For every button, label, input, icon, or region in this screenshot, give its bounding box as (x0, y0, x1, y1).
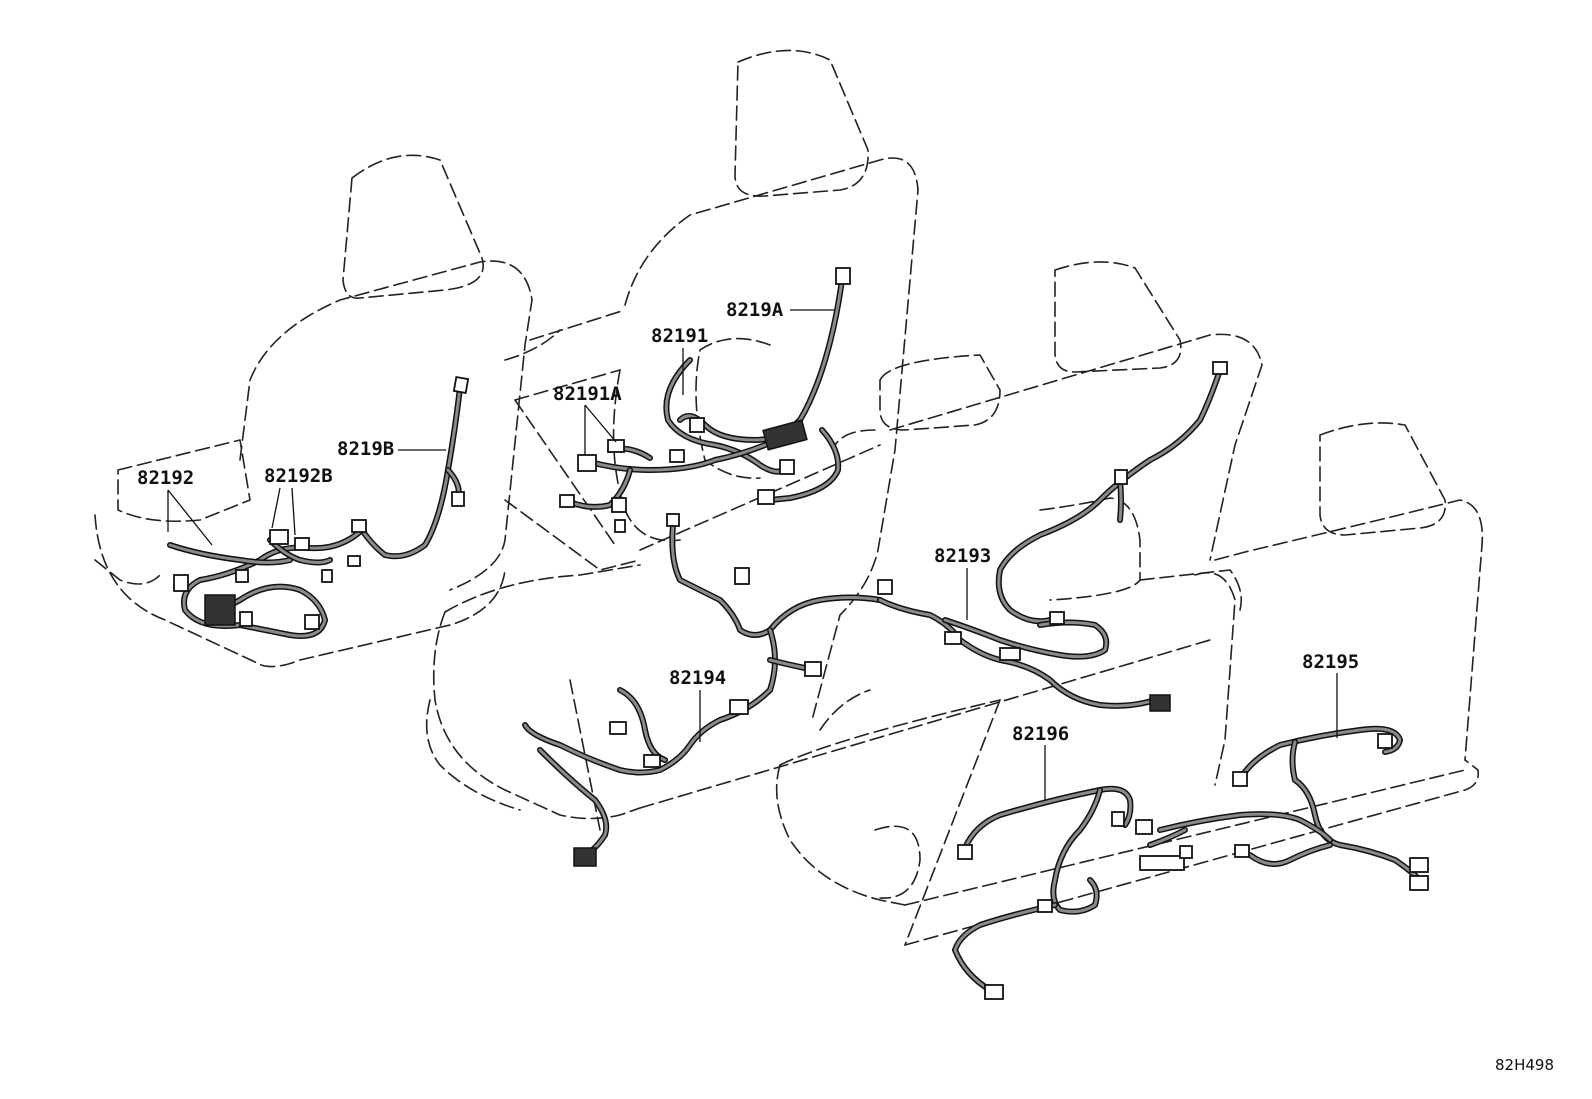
connector (573, 847, 597, 867)
connector (611, 497, 627, 513)
connector (1037, 899, 1053, 913)
connector (877, 579, 893, 595)
connector (304, 614, 320, 630)
harness-82194 (522, 522, 883, 858)
connector (235, 569, 249, 583)
part-label-8219A: 8219A (726, 299, 784, 321)
connector (347, 555, 361, 567)
connector (1377, 733, 1393, 749)
connector (321, 569, 333, 583)
connector (294, 537, 310, 551)
connectors (173, 267, 1429, 1000)
connector (609, 721, 627, 735)
connector (779, 459, 795, 475)
connector (452, 376, 470, 394)
connector (729, 699, 749, 715)
connector (269, 529, 289, 545)
connector (1232, 771, 1248, 787)
connector (1409, 875, 1429, 891)
part-label-82195: 82195 (1302, 651, 1359, 673)
harness-82195 (1147, 725, 1423, 883)
connector (1111, 811, 1125, 827)
connector (1139, 855, 1185, 871)
leader-lines (167, 309, 1338, 800)
connector (1049, 611, 1065, 625)
connector (689, 417, 705, 433)
connector (559, 494, 575, 508)
connector (577, 454, 597, 472)
connector (669, 449, 685, 463)
part-label-82193: 82193 (934, 545, 991, 567)
connector (999, 647, 1021, 661)
connector (204, 594, 236, 626)
harness-8219B (359, 385, 463, 560)
harness-82192 (167, 527, 365, 639)
part-label-82196: 82196 (1012, 723, 1069, 745)
part-label-82191A: 82191A (553, 383, 622, 405)
connector (666, 513, 680, 527)
part-label-8219B: 8219B (337, 438, 394, 460)
connector (1234, 844, 1250, 858)
part-label-82192: 82192 (137, 467, 194, 489)
connector (614, 519, 626, 533)
connector (957, 844, 973, 860)
connector (1409, 857, 1429, 873)
connector (1149, 694, 1171, 712)
connector (734, 567, 750, 585)
front-right-seat-outline (504, 49, 919, 721)
part-labels: 82192 82192B 8219B 82191A 82191 8219A 82… (137, 299, 1359, 745)
connector (984, 984, 1004, 1000)
harness-82196 (952, 785, 1134, 993)
diagram-code: 82H498 (1495, 1056, 1554, 1074)
third-row-seat-outline (775, 422, 1484, 946)
connector (1114, 469, 1128, 485)
connector (239, 611, 253, 627)
connector (1212, 361, 1228, 375)
connector (762, 419, 808, 451)
part-label-82192B: 82192B (264, 465, 333, 487)
part-label-82194: 82194 (669, 667, 726, 689)
connector (944, 631, 962, 645)
connector (757, 489, 775, 505)
harness-82193 (877, 367, 1223, 709)
front-left-seat-outline (94, 154, 561, 668)
part-label-82191: 82191 (651, 325, 708, 347)
connector (173, 574, 189, 592)
connector (1135, 819, 1153, 835)
connector (643, 754, 661, 768)
connector (451, 491, 465, 507)
connector (804, 661, 822, 677)
connector (835, 267, 851, 285)
connector (1179, 845, 1193, 859)
connector (351, 519, 367, 533)
connector (607, 439, 625, 453)
